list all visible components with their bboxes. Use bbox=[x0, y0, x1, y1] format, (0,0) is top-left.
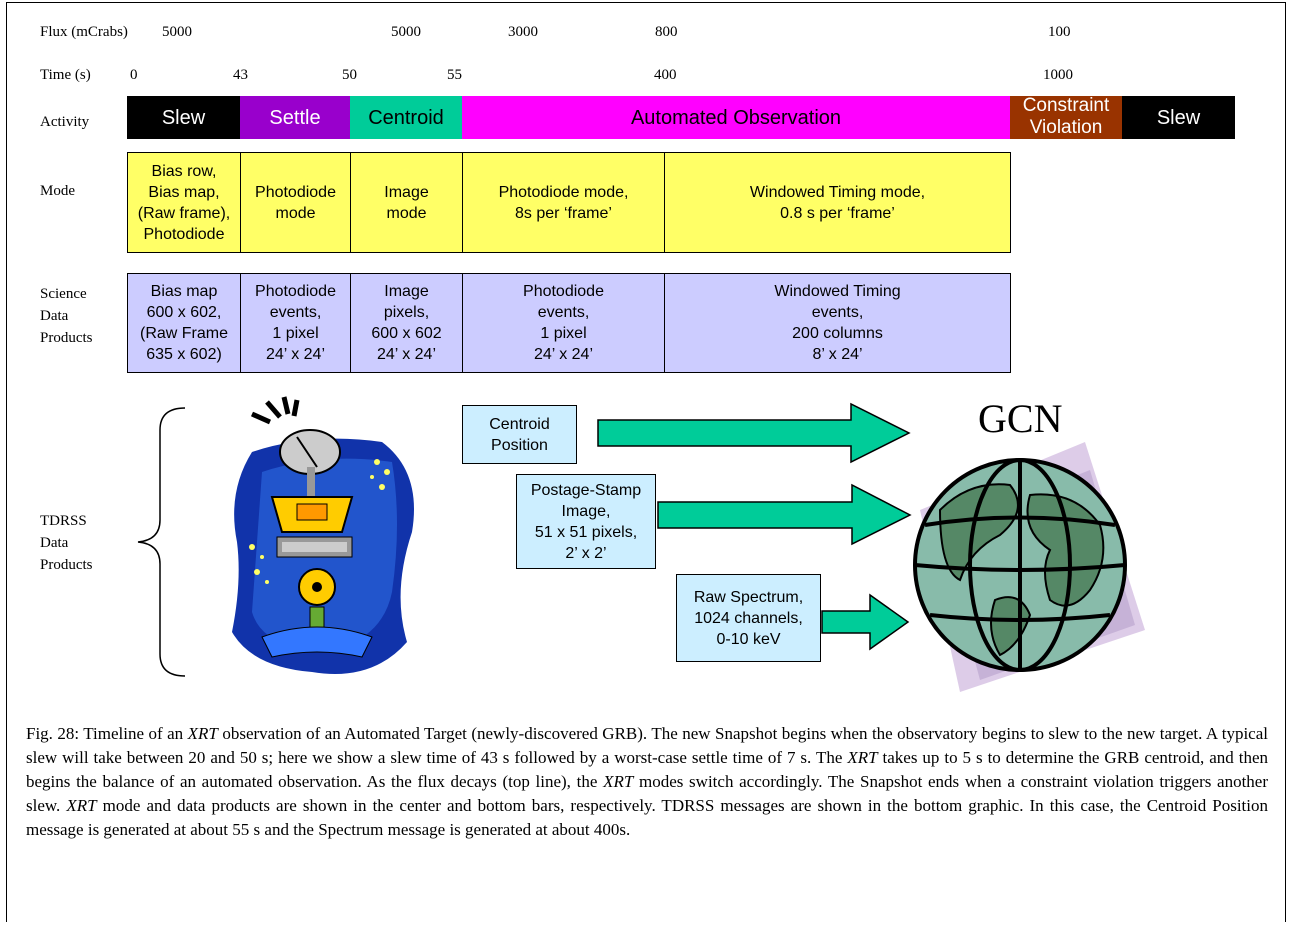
flux-value: 5000 bbox=[162, 24, 192, 40]
figure-frame bbox=[6, 2, 1286, 922]
caption-text: modes switch accordingly. The Snapshot e… bbox=[26, 772, 1268, 815]
caption-text: mode and data products are shown in the … bbox=[26, 796, 1268, 839]
time-value: 1000 bbox=[1043, 67, 1073, 83]
activity-label: Activity bbox=[40, 114, 90, 130]
message-centroid-position: Centroid Position bbox=[462, 405, 577, 464]
flux-value: 5000 bbox=[391, 24, 421, 40]
brace-icon bbox=[137, 407, 186, 677]
mode-cell: Image mode bbox=[350, 152, 463, 253]
gcn-label: GCN bbox=[978, 396, 1063, 441]
time-label: Time (s) bbox=[40, 67, 91, 83]
science-label: Science Data Products bbox=[40, 286, 93, 346]
activity-slew-end: Slew bbox=[1122, 96, 1235, 139]
time-value: 55 bbox=[447, 67, 462, 83]
flux-value: 100 bbox=[1048, 24, 1071, 40]
caption-xrt: XRT bbox=[847, 748, 878, 767]
activity-settle: Settle bbox=[240, 96, 350, 139]
time-value: 43 bbox=[233, 67, 248, 83]
mode-cell: Bias row, Bias map, (Raw frame), Photodi… bbox=[127, 152, 241, 253]
caption-xrt: XRT bbox=[603, 772, 634, 791]
message-raw-spectrum: Raw Spectrum, 1024 channels, 0-10 keV bbox=[676, 574, 821, 662]
activity-slew: Slew bbox=[127, 96, 240, 139]
mode-cell: Photodiode mode bbox=[240, 152, 351, 253]
message-postage-stamp: Postage-Stamp Image, 51 x 51 pixels, 2’ … bbox=[516, 474, 656, 569]
figure-caption: Fig. 28: Timeline of an XRT observation … bbox=[26, 722, 1268, 842]
time-value: 50 bbox=[342, 67, 357, 83]
flux-value: 3000 bbox=[508, 24, 538, 40]
flux-label: Flux (mCrabs) bbox=[40, 24, 128, 40]
arrow-right-icon bbox=[657, 483, 912, 546]
caption-text: observation of an Automated Target (newl… bbox=[26, 724, 1268, 767]
caption-text: takes up to 5 s to determine the GRB cen… bbox=[26, 748, 1268, 791]
time-value: 400 bbox=[654, 67, 677, 83]
caption-xrt: XRT bbox=[66, 796, 97, 815]
mode-cell: Windowed Timing mode, 0.8 s per ‘frame’ bbox=[664, 152, 1011, 253]
mode-cell: Photodiode mode, 8s per ‘frame’ bbox=[462, 152, 665, 253]
caption-text: Fig. 28: Timeline of an bbox=[26, 724, 188, 743]
arrow-right-icon bbox=[821, 593, 910, 651]
science-cell: Windowed Timing events, 200 columns 8’ x… bbox=[664, 273, 1011, 373]
science-cell: Photodiode events, 1 pixel 24’ x 24’ bbox=[240, 273, 351, 373]
science-cell: Image pixels, 600 x 602 24’ x 24’ bbox=[350, 273, 463, 373]
activity-automated-observation: Automated Observation bbox=[462, 96, 1010, 139]
mode-label: Mode bbox=[40, 183, 75, 199]
satellite-clipart-icon bbox=[232, 396, 414, 674]
flux-value: 800 bbox=[655, 24, 678, 40]
science-cell: Bias map 600 x 602, (Raw Frame 635 x 602… bbox=[127, 273, 241, 373]
science-cell: Photodiode events, 1 pixel 24’ x 24’ bbox=[462, 273, 665, 373]
tdrss-label: TDRSS Data Products bbox=[40, 513, 93, 573]
globe-icon bbox=[913, 442, 1145, 692]
time-value: 0 bbox=[130, 67, 138, 83]
arrow-right-icon bbox=[597, 402, 911, 464]
activity-constraint-violation: Constraint Violation bbox=[1010, 96, 1122, 139]
activity-centroid: Centroid bbox=[350, 96, 462, 139]
caption-xrt: XRT bbox=[187, 724, 218, 743]
